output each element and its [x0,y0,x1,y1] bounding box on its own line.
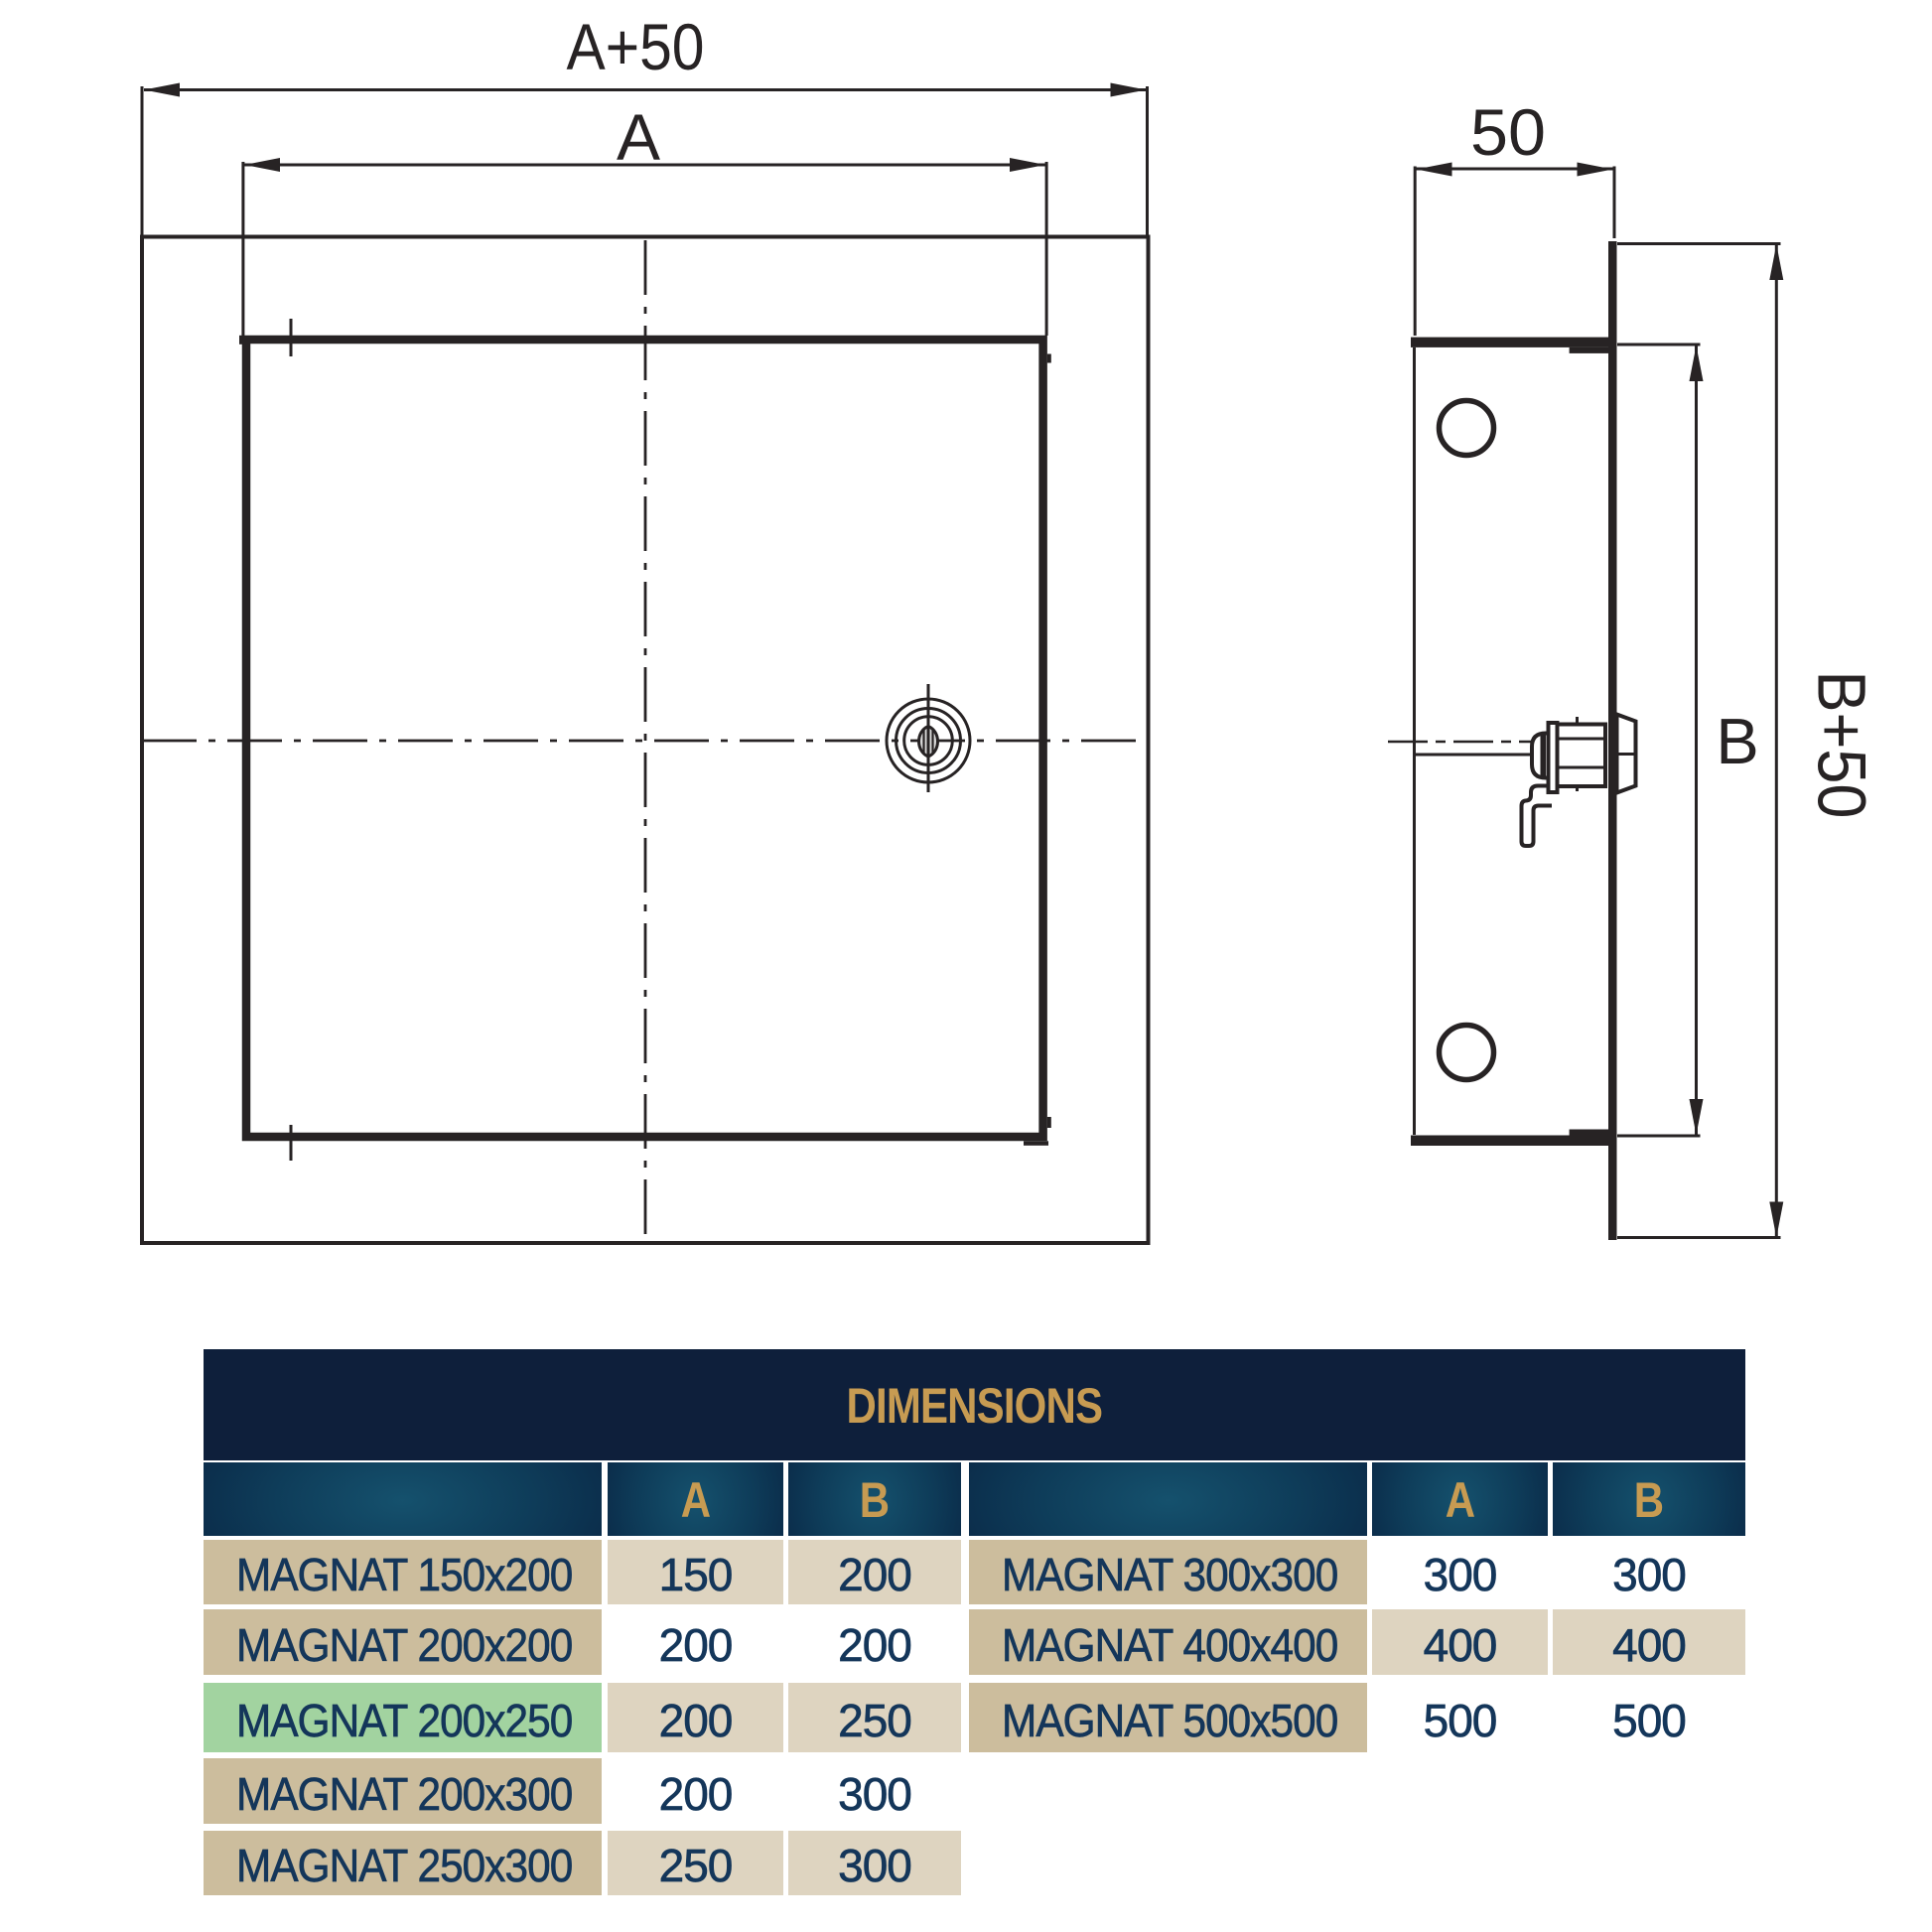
svg-text:B: B [1716,705,1758,777]
svg-text:50: 50 [1470,95,1546,169]
svg-text:A: A [617,100,660,174]
svg-text:A+50: A+50 [567,10,705,83]
svg-text:B+50: B+50 [1804,671,1880,819]
